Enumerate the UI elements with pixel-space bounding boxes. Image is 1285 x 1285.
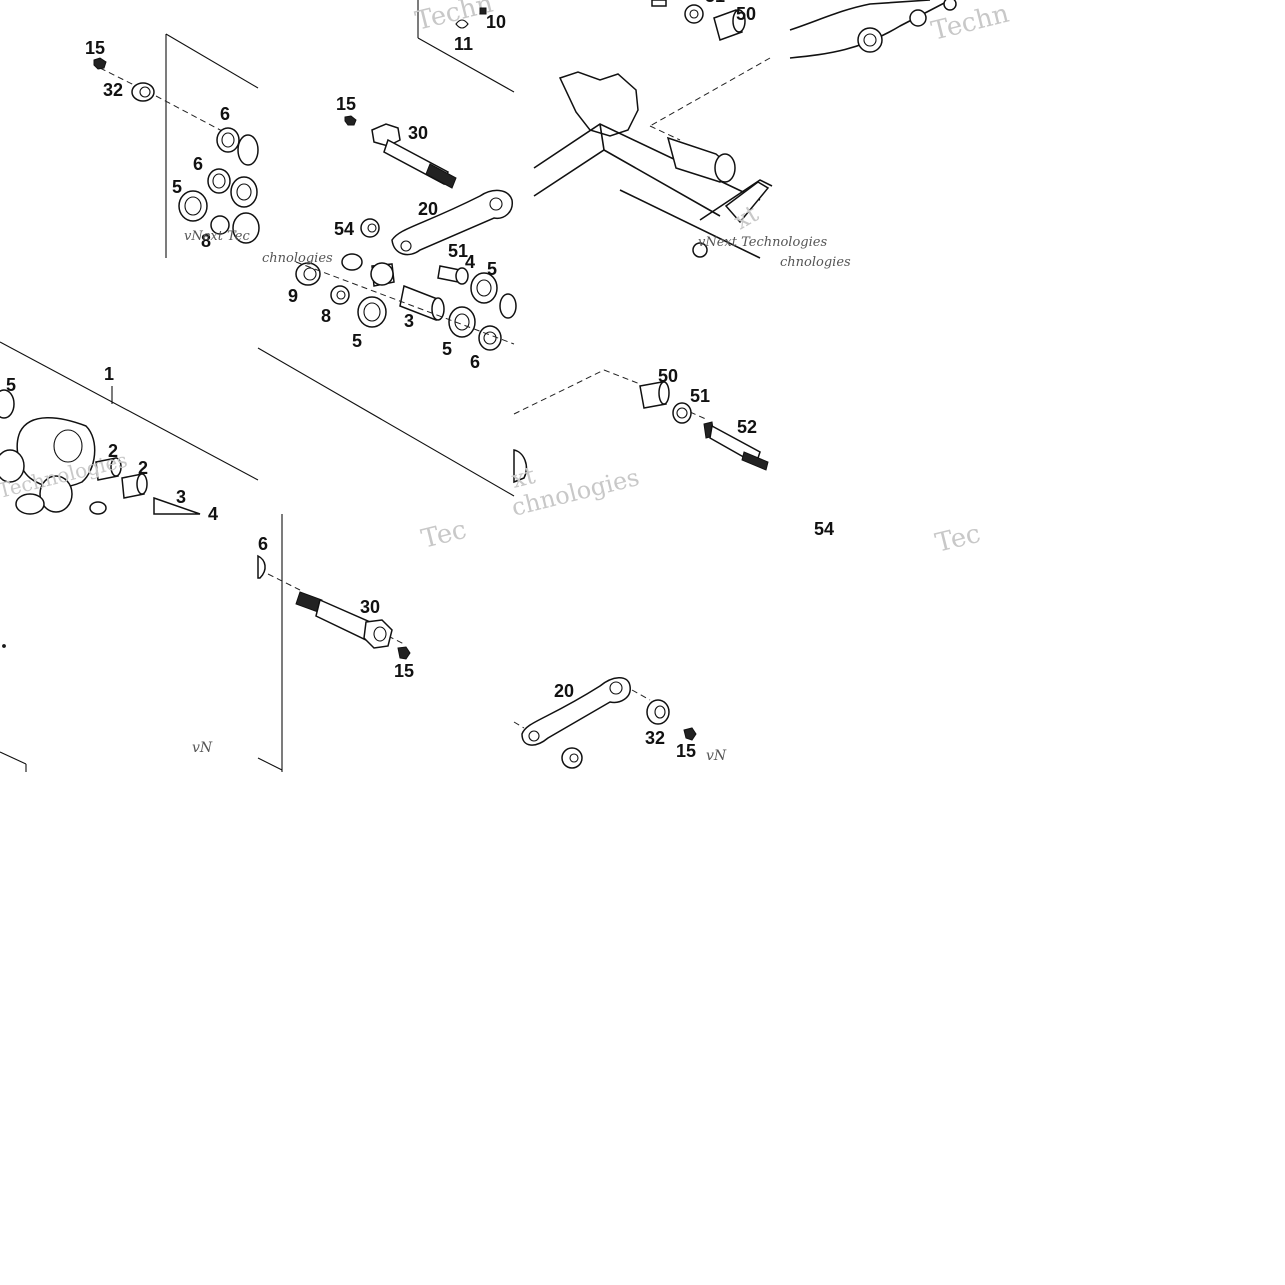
bearing-part-50: [713, 9, 746, 41]
callout-label: 15: [336, 94, 356, 114]
bolt-part-30: [371, 123, 457, 189]
callout-label: 5: [6, 375, 16, 395]
seal-part-51: [672, 402, 692, 424]
callout-label: 6: [193, 154, 203, 174]
callout-label: 32: [103, 80, 123, 100]
grease-nipple-part-15: [397, 646, 411, 660]
callout-label: 30: [408, 123, 428, 143]
callout-label: 15: [394, 661, 414, 681]
callout-label: 6: [470, 352, 480, 372]
watermark-text: chnologies: [780, 255, 851, 270]
tile-swingarm-tip: Techn chnologies: [780, 0, 1012, 270]
callout-label: 2: [138, 458, 148, 478]
watermark-text: Techn: [412, 0, 496, 37]
tile-rocker-arm: 1 5 2 2 3 4 Technologies: [0, 341, 515, 524]
nut-part-54: [360, 218, 380, 238]
callout-label: 4: [465, 252, 475, 272]
callout-label: 30: [360, 597, 380, 617]
callout-label: 5: [352, 331, 362, 351]
watermark-text: Techn: [928, 0, 1012, 47]
grease-nipple-part-15: [344, 115, 357, 126]
callout-label: 4: [208, 504, 218, 524]
watermark-text: vN: [706, 748, 727, 764]
axle-part-52: [703, 421, 769, 471]
tile-frame-corner: vN: [0, 644, 213, 772]
seal-part-6b: [207, 168, 231, 194]
callout-label: 5: [487, 259, 497, 279]
link-arm-part-20: [391, 189, 513, 256]
watermark-text: vNext Technologies: [698, 235, 827, 250]
callout-label: 15: [85, 38, 105, 58]
callout-label: 54: [334, 219, 354, 239]
grease-nipple-part-15: [683, 727, 697, 741]
link-arm-part-20: [521, 677, 631, 746]
tile-linkage-explosion: Techn 10 11 15 30 20 54: [262, 0, 517, 372]
callout-label: 20: [418, 199, 438, 219]
callout-label: 10: [486, 12, 506, 32]
callout-label: 20: [554, 681, 574, 701]
callout-label: 2: [108, 441, 118, 461]
callout-label: 3: [404, 311, 414, 331]
callout-label: 9: [288, 286, 298, 306]
callout-label: 50: [736, 4, 756, 24]
tile-pivot-bolt: 50 51 52 xt chnologies Tec: [418, 366, 769, 555]
callout-label: 51: [448, 241, 468, 261]
callout-label: 5: [172, 177, 182, 197]
callout-label: 51: [705, 0, 725, 6]
nut-part-32: [131, 82, 155, 102]
callout-label: 8: [321, 306, 331, 326]
callout-label: 11: [454, 34, 473, 54]
callout-label: 3: [176, 487, 186, 507]
callout-label: 15: [676, 741, 696, 761]
bearing-part-2b: [121, 473, 148, 499]
tile-link-20: 20 32 15 vN: [513, 677, 727, 769]
watermark-text: vNext Tec: [184, 229, 250, 244]
bearing-part-50: [639, 381, 670, 409]
bushing-set: [295, 253, 517, 351]
callout-label: 54: [814, 519, 834, 539]
callout-label: 8: [201, 231, 211, 251]
seal-part-6: [216, 127, 240, 153]
callout-label: 1: [104, 364, 114, 384]
watermark-text: Tec: [932, 519, 983, 559]
watermark-text: Tec: [418, 515, 469, 555]
bearing-part-2: [95, 457, 122, 481]
seal-part-5: [178, 190, 208, 222]
callout-label: 6: [220, 104, 230, 124]
callout-label: 52: [737, 417, 757, 437]
tile-label-54: 54 Tec: [814, 519, 984, 559]
tile-swingarm-pivot: 51 50 xt vNext Technologies: [533, 0, 827, 259]
watermark-text: vN: [192, 740, 213, 756]
callout-label: 5: [442, 339, 452, 359]
callout-label: 32: [645, 728, 665, 748]
nut-part-32: [646, 699, 670, 725]
callout-label: 6: [258, 534, 268, 554]
grease-nipple-part-15: [93, 57, 107, 70]
bolt-part-30: [295, 591, 393, 649]
nut-part-54: [561, 747, 583, 769]
tile-bolt-30: 6 30 15: [257, 514, 414, 772]
callout-label: 51: [690, 386, 710, 406]
tile-bearing-stack-left: 15 32 6 6 5 8 vNext Tec: [85, 33, 260, 258]
watermark-text: chnologies: [262, 251, 333, 266]
callout-label: 50: [658, 366, 678, 386]
